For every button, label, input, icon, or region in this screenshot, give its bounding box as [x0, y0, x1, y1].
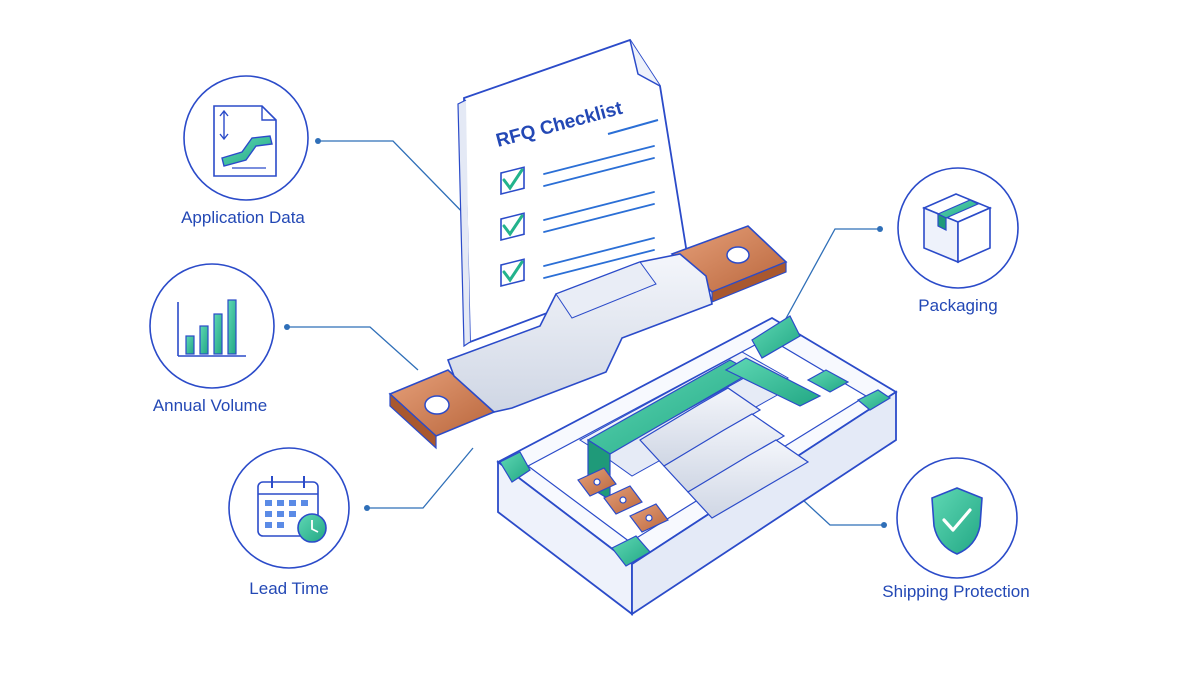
connector-lines [284, 138, 887, 528]
checklist-items [500, 145, 655, 287]
box-icon [897, 167, 1019, 289]
checklist-item [500, 145, 655, 195]
checklist-item [500, 237, 655, 287]
connector-annual-volume [287, 326, 419, 371]
busbar-illustration [388, 225, 788, 450]
label-packaging: Packaging [918, 296, 998, 315]
label-shipping-protection: Shipping Protection [882, 582, 1030, 601]
tray-busbars [577, 387, 810, 533]
shield-check-icon [896, 457, 1018, 579]
connector-packaging [777, 228, 880, 334]
connector-application-data [318, 140, 471, 221]
drawing-spec-icon [183, 75, 309, 201]
bar-chart-icon [149, 263, 275, 389]
label-annual-volume: Annual Volume [152, 396, 268, 415]
packaging-tray [496, 315, 898, 616]
calendar-clock-icon [228, 447, 350, 569]
label-lead-time: Lead Time [249, 579, 329, 598]
label-application-data: Application Data [181, 208, 305, 227]
checklist-item [500, 191, 655, 241]
connector-lead-time [367, 447, 474, 509]
